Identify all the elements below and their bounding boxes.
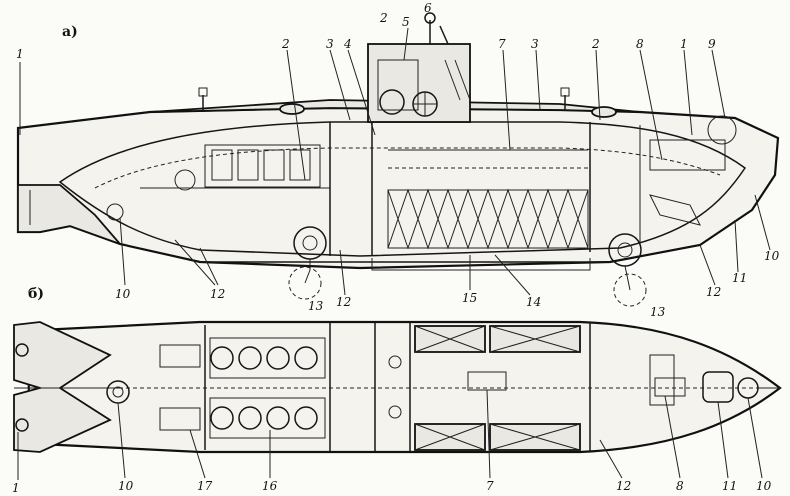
callout-a-4: 4 xyxy=(343,37,352,51)
periscope xyxy=(424,12,471,101)
section-label-b: б) xyxy=(28,286,44,302)
callout-a-2-tower: 2 xyxy=(379,11,388,25)
callout-b-7: 7 xyxy=(486,479,494,493)
callout-a-14: 14 xyxy=(526,295,541,309)
diesel-engines-side xyxy=(140,144,330,191)
callout-a-12-aft: 12 xyxy=(210,287,225,301)
callout-a-11: 11 xyxy=(732,271,747,285)
leader-lines-b xyxy=(17,389,763,480)
leader-lines-a xyxy=(19,27,771,296)
callout-a-2-fwd: 2 xyxy=(591,37,600,51)
callout-a-1-bow: 1 xyxy=(680,37,688,51)
callout-b-16: 16 xyxy=(262,479,278,493)
callout-a-6: 6 xyxy=(424,1,432,15)
callout-a-10-aft: 10 xyxy=(115,287,131,301)
side-section-view xyxy=(16,12,780,307)
callout-a-7: 7 xyxy=(498,37,506,51)
plan-view xyxy=(13,320,782,480)
callout-a-15: 15 xyxy=(462,291,477,305)
callout-a-5: 5 xyxy=(402,15,410,29)
callout-a-12-fwd: 12 xyxy=(706,285,721,299)
callout-a-10-fwd: 10 xyxy=(764,249,780,263)
callout-a-1-stern: 1 xyxy=(16,47,24,61)
tail-cone xyxy=(17,184,123,247)
callout-b-12: 12 xyxy=(616,479,631,493)
hatch-wheel-icon xyxy=(379,89,405,115)
callout-b-11: 11 xyxy=(722,479,737,493)
battery-compartment-side xyxy=(387,149,589,250)
callout-a-2-aft: 2 xyxy=(281,37,290,51)
pressure-hull xyxy=(58,121,747,257)
callout-a-12-mid: 12 xyxy=(336,295,351,309)
callout-b-17: 17 xyxy=(197,479,213,493)
callout-b-10-aft: 10 xyxy=(118,479,134,493)
callout-a-8: 8 xyxy=(636,37,644,51)
diesel-engines-plan xyxy=(209,337,326,439)
battery-boxes-plan xyxy=(414,325,581,451)
callout-a-9: 9 xyxy=(708,37,716,51)
conning-tower xyxy=(367,43,471,123)
hull-outline-plan xyxy=(27,320,782,454)
hull-outline-side xyxy=(16,106,780,270)
callout-b-1: 1 xyxy=(12,481,20,495)
callout-a-13-fwd: 13 xyxy=(650,305,666,319)
callout-a-3-aft: 3 xyxy=(326,37,334,51)
section-label-a: а) xyxy=(62,24,78,40)
callout-b-10-fwd: 10 xyxy=(756,479,772,493)
wheels-side xyxy=(288,226,647,307)
callout-b-8: 8 xyxy=(676,479,684,493)
callout-a-13-aft: 13 xyxy=(308,299,324,313)
tail-fins-plan xyxy=(13,321,112,453)
callout-a-3-fwd: 3 xyxy=(531,37,539,51)
